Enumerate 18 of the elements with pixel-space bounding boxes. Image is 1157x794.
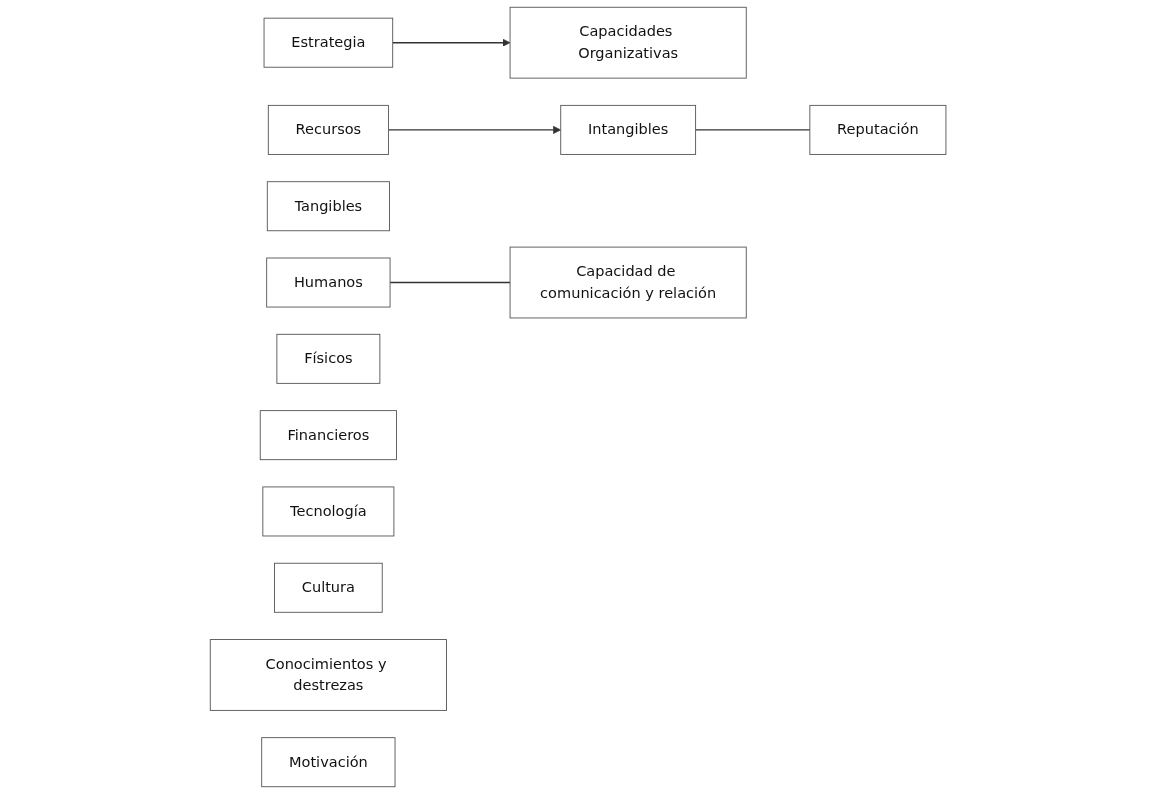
- node-box: Motivación: [261, 737, 396, 788]
- node-box: Financieros: [260, 410, 398, 461]
- node-box: Capacidad de comunicación y relación: [510, 246, 748, 319]
- node-box: Intangibles: [560, 104, 697, 155]
- arrow: [392, 38, 511, 47]
- node-box: Recursos: [268, 104, 390, 155]
- connector: [389, 281, 512, 284]
- node-box: Estrategia: [263, 17, 394, 68]
- node-box: Capacidades Organizativas: [510, 6, 748, 79]
- connector: [695, 129, 811, 131]
- node-box: Humanos: [266, 257, 391, 308]
- arrow: [388, 125, 562, 134]
- node-box: Tecnología: [262, 486, 395, 537]
- node-box: Cultura: [274, 562, 384, 613]
- node-box: Físicos: [276, 333, 381, 384]
- node-box: Reputación: [809, 104, 947, 155]
- node-box: Conocimientos y destrezas: [210, 639, 448, 711]
- node-box: Tangibles: [267, 181, 391, 232]
